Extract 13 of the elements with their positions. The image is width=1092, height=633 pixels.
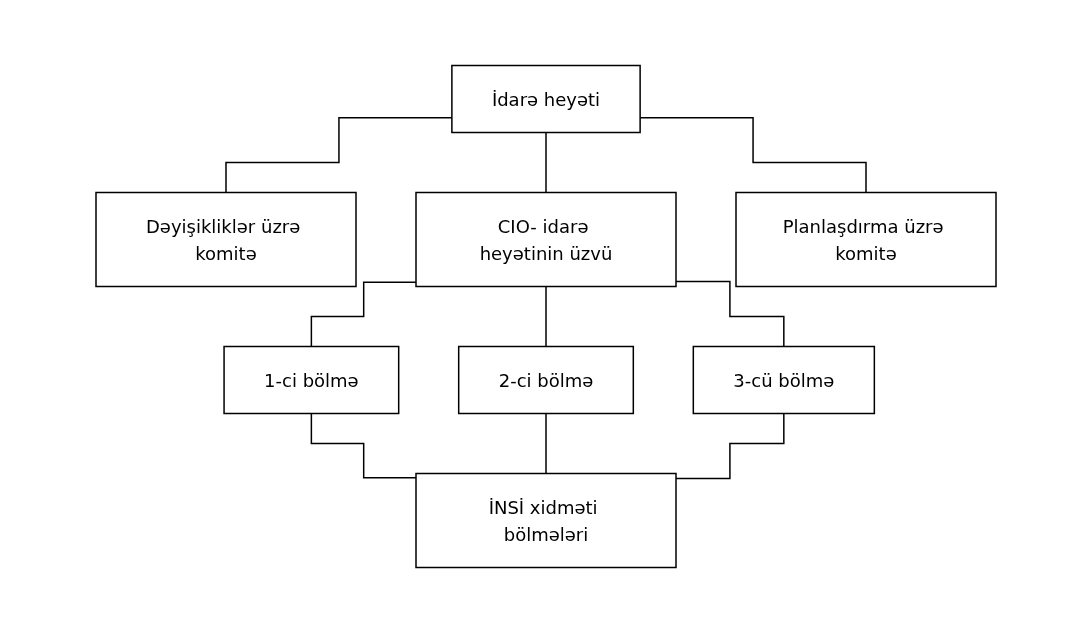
node-box: 3-cü bölmə	[692, 345, 876, 415]
node-box: İdarə heyəti	[451, 64, 641, 134]
node-box: Planlaşdırma üzrə komitə	[735, 191, 997, 288]
connector	[545, 412, 547, 475]
connector	[310, 412, 417, 479]
node-box: İNSİ xidməti bölmələri	[415, 472, 677, 569]
node-box: CIO- idarə heyətinin üzvü	[415, 191, 677, 288]
connector	[545, 285, 547, 348]
node-box: Dəyişikliklər üzrə komitə	[95, 191, 357, 288]
connector	[545, 131, 547, 194]
node-box: 1-ci bölmə	[223, 345, 400, 415]
node-box: 2-ci bölmə	[457, 345, 635, 415]
connector	[310, 281, 417, 348]
